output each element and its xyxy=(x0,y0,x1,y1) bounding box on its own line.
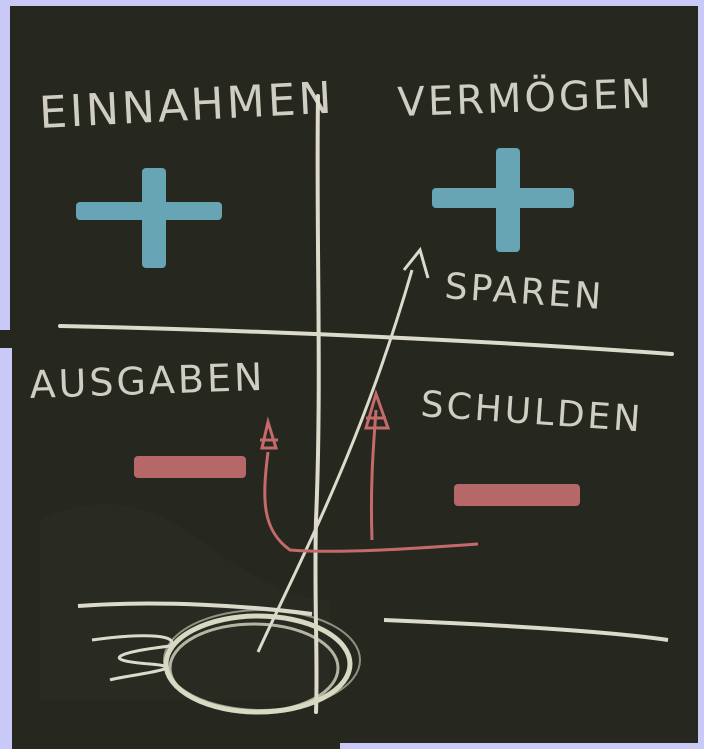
minus-sign-left xyxy=(134,456,246,478)
minus-sign-right xyxy=(454,484,580,506)
label-ausgaben: AUSGABEN xyxy=(29,355,266,407)
